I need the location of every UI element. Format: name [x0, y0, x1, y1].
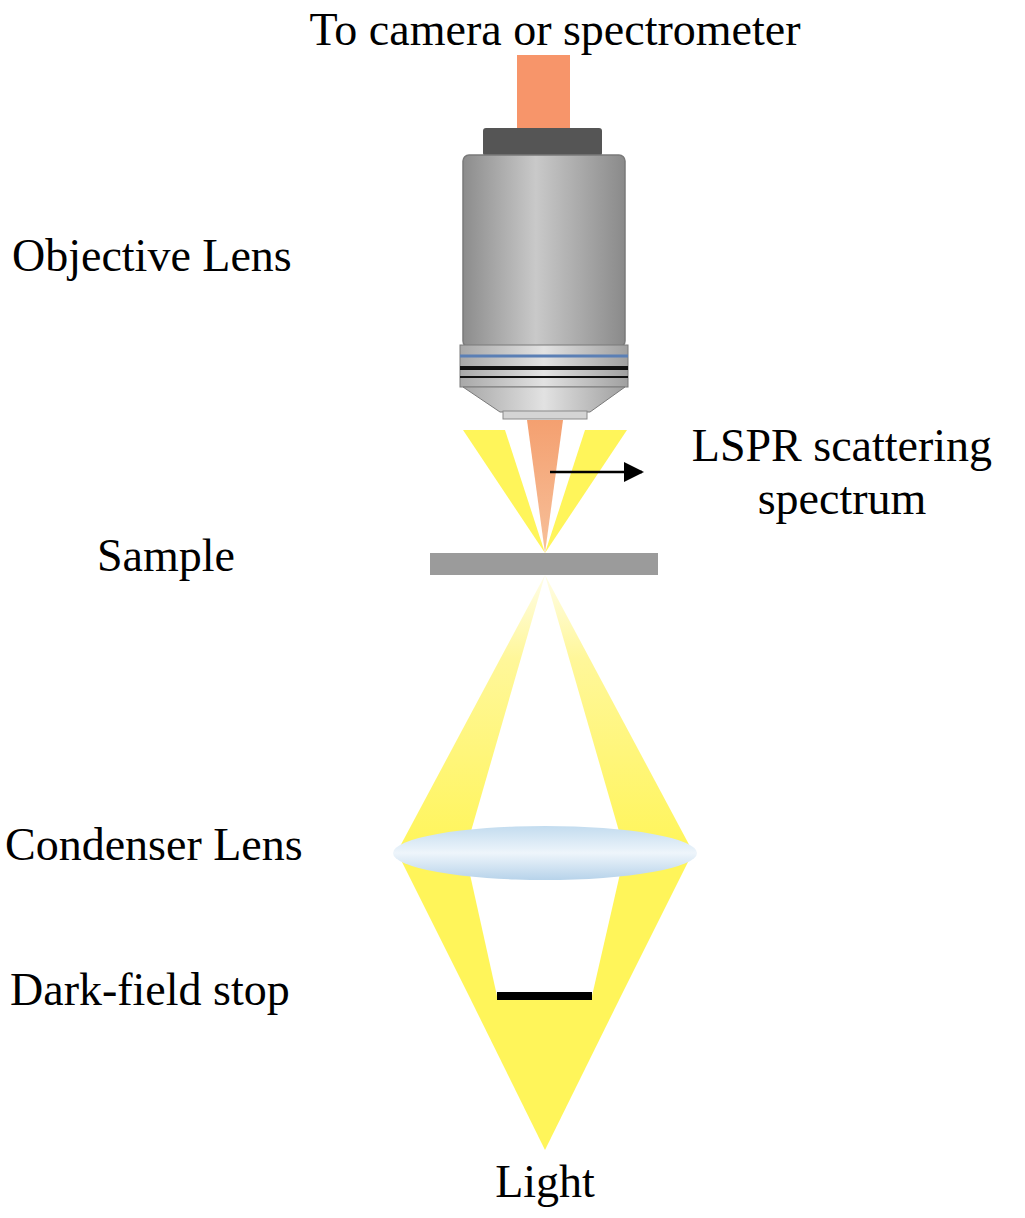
- output-label: To camera or spectrometer: [309, 4, 800, 57]
- front-lens: [503, 411, 587, 419]
- objective-body: [463, 155, 625, 347]
- objective-ring: [460, 366, 628, 370]
- light-source-cone: [469, 996, 621, 1150]
- sample-slide: [430, 553, 658, 575]
- source-label: Light: [495, 1156, 595, 1209]
- illumination-cone: [397, 575, 545, 852]
- part-label: Sample: [97, 530, 235, 583]
- objective-cap: [483, 128, 602, 156]
- dark-field-stop: [497, 992, 592, 1000]
- part-label: Dark-field stop: [10, 964, 290, 1017]
- objective-bands: [460, 345, 628, 387]
- objective-ring: [460, 355, 628, 358]
- objective-nose: [463, 387, 625, 412]
- output-beam: [517, 55, 570, 131]
- objective-ring: [460, 376, 628, 378]
- part-label: Objective Lens: [12, 230, 292, 283]
- signal-label: LSPR scattering spectrum: [662, 420, 1022, 526]
- illumination-cone: [545, 575, 693, 852]
- part-label: Condenser Lens: [5, 819, 303, 872]
- condenser-lens: [393, 826, 697, 880]
- leader-arrow: [550, 471, 642, 474]
- scattering-cone: [527, 420, 563, 553]
